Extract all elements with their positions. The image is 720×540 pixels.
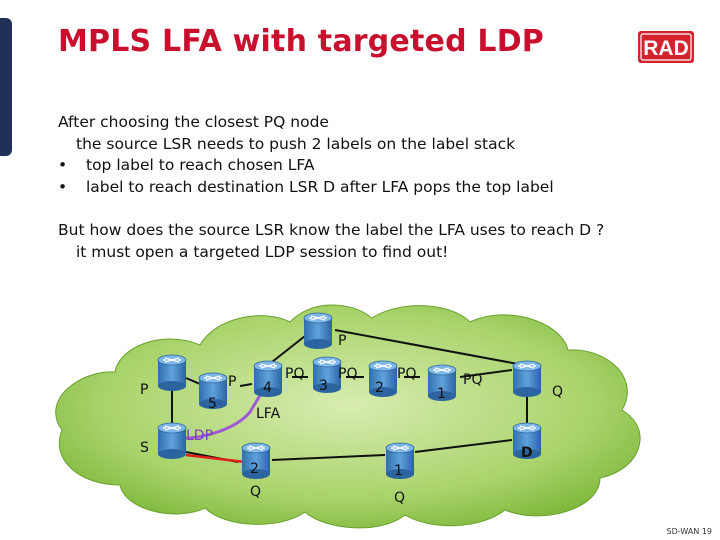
body-line-2: the source LSR needs to push 2 labels on…: [76, 134, 516, 153]
number-1-bottom: 1: [394, 463, 403, 479]
router-p-left: [157, 354, 187, 392]
label-node-3: PQ: [338, 366, 357, 382]
number-2-bottom: 2: [250, 461, 259, 477]
link-p-5: [185, 377, 201, 385]
label-d: D: [521, 445, 533, 461]
network-cloud: [55, 304, 641, 529]
label-node-1-top: PQ: [463, 372, 482, 388]
label-ldp: LDP: [186, 428, 213, 444]
link-top-q: [334, 329, 519, 365]
slide-footer: SD-WAN 19: [666, 527, 712, 536]
label-node-4: PQ: [285, 366, 304, 382]
link-1-q: [459, 369, 513, 378]
label-node-2-top: PQ: [397, 366, 416, 382]
router-q-right: [512, 360, 542, 398]
number-1-top: 1: [437, 386, 446, 402]
link-5-4: [239, 383, 253, 387]
router-s: [157, 422, 187, 460]
bullet-second-label: label to reach destination LSR D after L…: [58, 177, 698, 199]
number-3: 3: [319, 378, 328, 394]
slide-title: MPLS LFA with targeted LDP: [58, 24, 544, 59]
label-q-1-bottom: Q: [394, 490, 405, 506]
label-q-right: Q: [552, 384, 563, 400]
label-q-2-bottom: Q: [250, 484, 261, 500]
number-5: 5: [208, 396, 217, 412]
router-top: [303, 312, 333, 350]
rad-logo: RAD: [638, 31, 694, 63]
slide-side-tab: [0, 18, 12, 156]
link-2b-1b: [271, 454, 386, 461]
number-4: 4: [263, 380, 272, 396]
logo-text: RAD: [643, 37, 689, 60]
label-lfa: LFA: [256, 406, 281, 422]
bullet-top-label: top label to reach chosen LFA: [58, 155, 698, 177]
slide-body: After choosing the closest PQ node the s…: [58, 112, 698, 263]
body-line-1: After choosing the closest PQ node: [58, 113, 329, 131]
link-1b-d: [414, 439, 513, 453]
label-s: S: [140, 440, 149, 456]
body-answer: it must open a targeted LDP session to f…: [76, 242, 449, 261]
label-top: P: [338, 333, 346, 349]
link-4-top: [271, 335, 306, 363]
number-2-top: 2: [375, 380, 384, 396]
label-node-5: P: [228, 374, 236, 390]
primary-path: [185, 453, 246, 464]
body-question: But how does the source LSR know the lab…: [58, 221, 605, 239]
label-p-left: P: [140, 382, 148, 398]
